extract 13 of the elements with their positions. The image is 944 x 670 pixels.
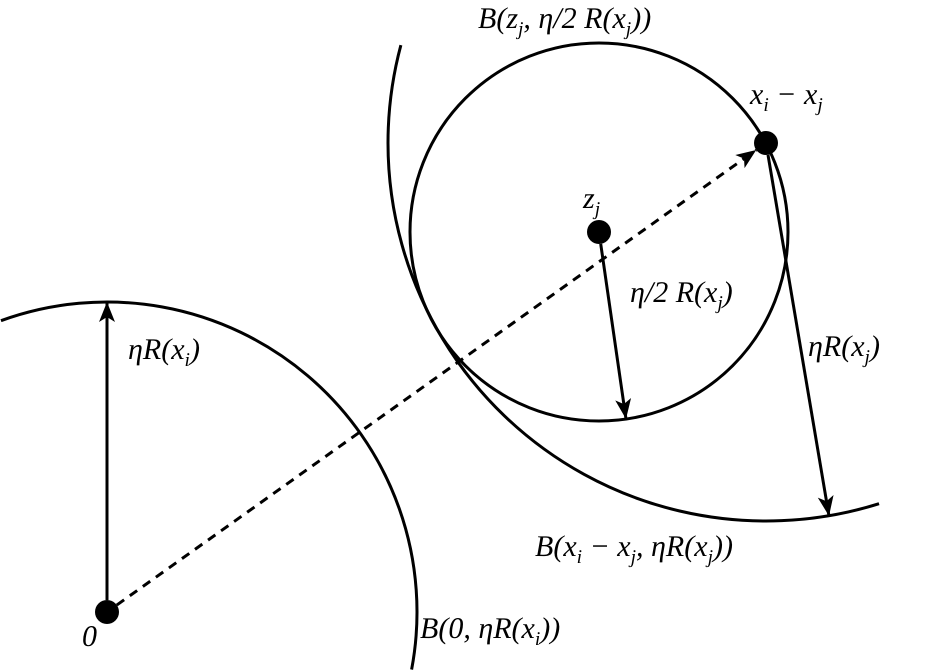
radius-arrow bbox=[766, 154, 834, 516]
math-label: z$_{j}$ bbox=[583, 182, 600, 220]
math-label: B(x$_{i}$ − x$_{j}$, ηR(x$_{j}$)) bbox=[535, 530, 733, 568]
radius-arrow bbox=[599, 244, 632, 420]
math-label: B(z$_{j}$, η/2 R(x$_{j}$)) bbox=[478, 2, 652, 40]
edge-label: ηR(x$_{i}$) bbox=[128, 333, 200, 372]
edge-label: η/2 R(x$_{j}$) bbox=[630, 276, 733, 314]
edge-label: ηR(x$_{j}$) bbox=[808, 330, 880, 368]
dashed-arrow bbox=[116, 148, 758, 606]
math-label: B(0, ηR(x$_{i}$)) bbox=[420, 612, 560, 650]
radius-arrow bbox=[99, 302, 115, 600]
math-label: x$_{i}$ − x$_{j}$ bbox=[750, 78, 823, 116]
math-label: 0 bbox=[82, 620, 97, 653]
